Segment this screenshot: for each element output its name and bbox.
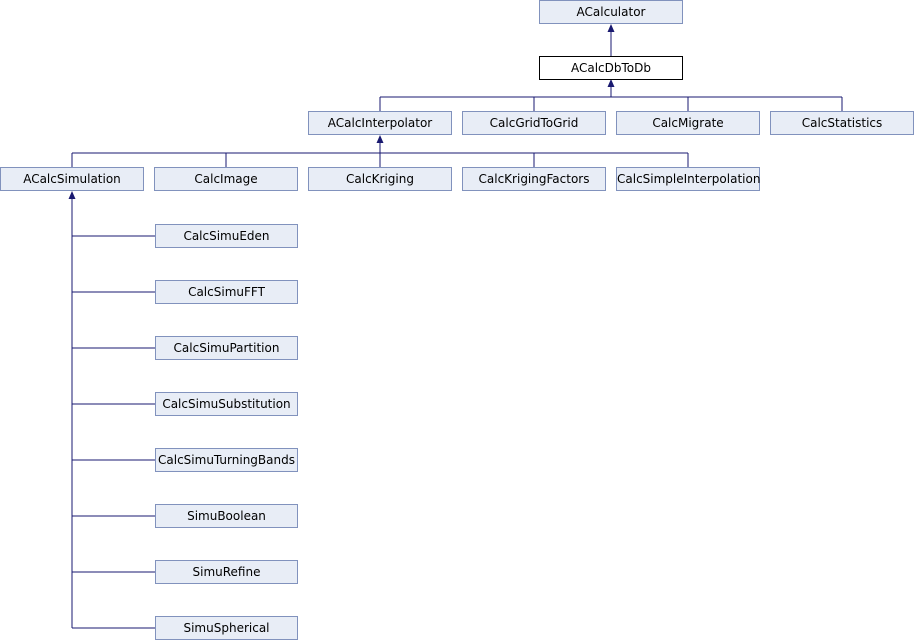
class-node-calcstatistics[interactable]: CalcStatistics (770, 111, 914, 135)
class-label-calcsimpleinterpolation: CalcSimpleInterpolation (617, 172, 761, 186)
class-node-acalcsimulation[interactable]: ACalcSimulation (0, 167, 144, 191)
class-node-acalcinterpolator[interactable]: ACalcInterpolator (308, 111, 452, 135)
class-label-simuspherical: SimuSpherical (183, 621, 270, 635)
class-label-simurefine: SimuRefine (192, 565, 261, 579)
arrowhead-acalcinterpolator (376, 135, 384, 143)
class-label-calcmigrate: CalcMigrate (652, 116, 724, 130)
class-node-acalcdbtodb: ACalcDbToDb (539, 56, 683, 80)
class-node-simuboolean[interactable]: SimuBoolean (155, 504, 298, 528)
class-node-calcsimupartition[interactable]: CalcSimuPartition (155, 336, 298, 360)
class-label-acalculator: ACalculator (576, 5, 646, 19)
class-node-calcgridtogrid[interactable]: CalcGridToGrid (462, 111, 606, 135)
class-label-calcsimupartition: CalcSimuPartition (173, 341, 280, 355)
class-node-calckriging[interactable]: CalcKriging (308, 167, 452, 191)
class-node-calcsimuturningbands[interactable]: CalcSimuTurningBands (155, 448, 298, 472)
class-label-calcsimueden: CalcSimuEden (183, 229, 270, 243)
class-label-calcgridtogrid: CalcGridToGrid (489, 116, 579, 130)
class-label-simuboolean: SimuBoolean (187, 509, 266, 523)
class-node-calckrigingfactors[interactable]: CalcKrigingFactors (462, 167, 606, 191)
class-label-calcsimufft: CalcSimuFFT (188, 285, 265, 299)
class-node-simuspherical[interactable]: SimuSpherical (155, 616, 298, 640)
class-node-calcmigrate[interactable]: CalcMigrate (616, 111, 760, 135)
class-node-acalculator[interactable]: ACalculator (539, 0, 683, 24)
class-node-calcsimueden[interactable]: CalcSimuEden (155, 224, 298, 248)
class-node-simurefine[interactable]: SimuRefine (155, 560, 298, 584)
class-label-calckriging: CalcKriging (346, 172, 414, 186)
class-node-calcimage[interactable]: CalcImage (154, 167, 298, 191)
class-label-calcsimuturningbands: CalcSimuTurningBands (158, 453, 295, 467)
class-label-calcimage: CalcImage (194, 172, 258, 186)
class-label-calckrigingfactors: CalcKrigingFactors (478, 172, 590, 186)
arrowhead-acalcsimulation (68, 191, 76, 199)
class-node-calcsimusubstitution[interactable]: CalcSimuSubstitution (155, 392, 298, 416)
class-label-acalcsimulation: ACalcSimulation (23, 172, 121, 186)
class-node-calcsimufft[interactable]: CalcSimuFFT (155, 280, 298, 304)
class-label-acalcdbtodb: ACalcDbToDb (570, 61, 651, 75)
class-node-calcsimpleinterpolation[interactable]: CalcSimpleInterpolation (616, 167, 760, 191)
arrowhead-acalculator (607, 24, 615, 32)
class-label-calcsimusubstitution: CalcSimuSubstitution (162, 397, 291, 411)
arrowhead-acalcdbtodb (607, 79, 615, 87)
class-label-acalcinterpolator: ACalcInterpolator (327, 116, 433, 130)
class-label-calcstatistics: CalcStatistics (801, 116, 883, 130)
